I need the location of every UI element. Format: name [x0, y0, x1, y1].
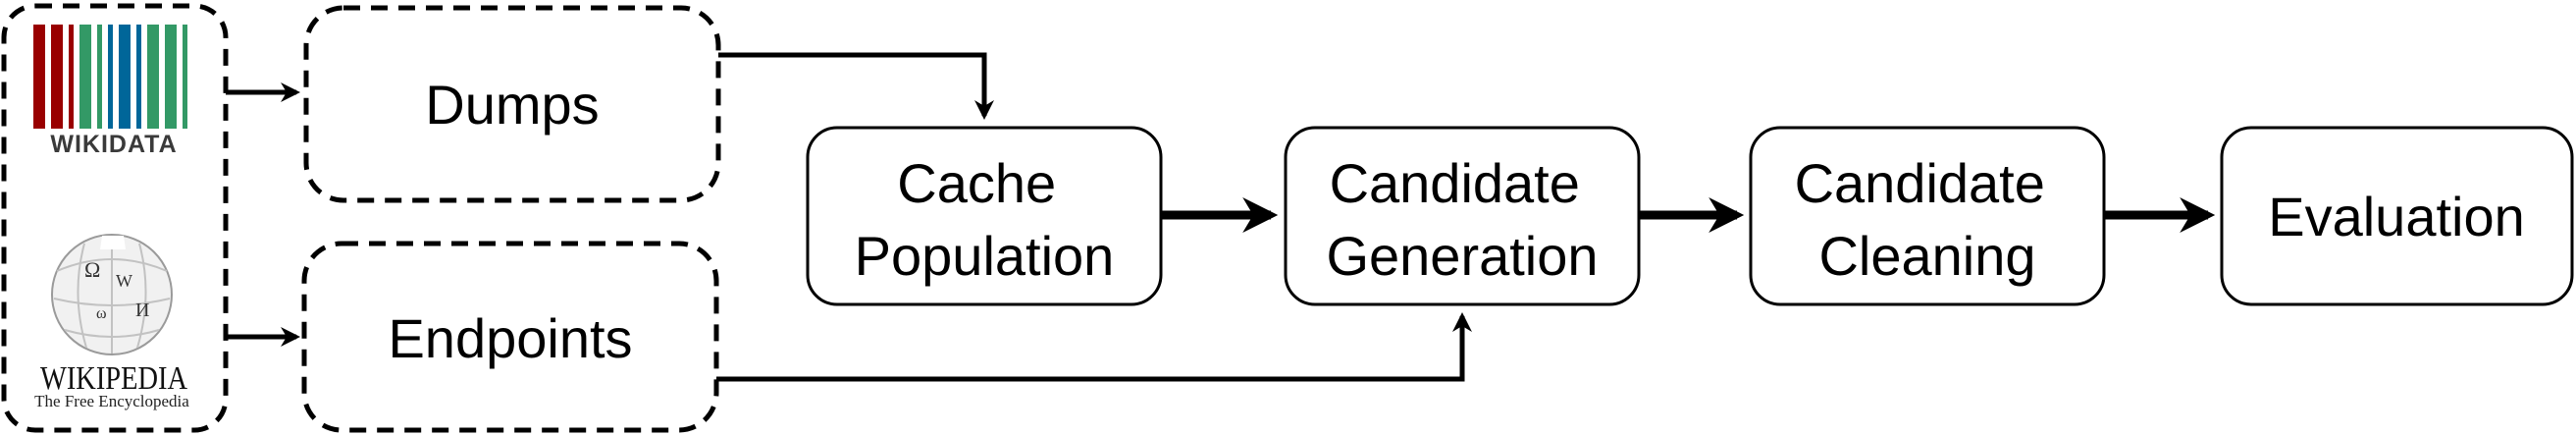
dumps-label: Dumps: [425, 74, 599, 136]
endpoints-label: Endpoints: [388, 307, 632, 369]
arrow-endpoints-to-generation: [716, 312, 1472, 382]
candidate-cleaning-label: Candidate Cleaning: [1795, 152, 2061, 287]
evaluation-label: Evaluation: [2268, 186, 2525, 247]
wikipedia-tagline: The Free Encyclopedia: [34, 392, 189, 410]
cache-population-label: Cache Population: [855, 152, 1115, 287]
cache-population-line-2: Population: [855, 225, 1115, 287]
wikidata-label: WIKIDATA: [50, 131, 177, 158]
candidate-generation-line-1: Candidate: [1330, 152, 1580, 214]
dumps-box: [303, 5, 721, 203]
cache-population-line-1: Cache: [897, 152, 1056, 214]
svg-text:ω: ω: [96, 305, 107, 322]
endpoints-box: [301, 241, 719, 433]
candidate-cleaning-line-2: Cleaning: [1818, 225, 2035, 287]
candidate-generation-line-2: Generation: [1326, 225, 1598, 287]
wikidata-logo-icon: WIKIDATA: [33, 25, 187, 158]
sources-container: [1, 3, 229, 433]
candidate-generation-label: Candidate Generation: [1326, 152, 1598, 287]
svg-text:Ω: Ω: [84, 257, 100, 282]
wikipedia-globe-icon: Ω W И ω: [51, 234, 173, 355]
svg-text:W: W: [116, 271, 132, 291]
svg-text:И: И: [135, 300, 149, 321]
evaluation-box: [2220, 126, 2574, 306]
arrow-dumps-to-cache: [718, 52, 994, 120]
wikipedia-label: WIKIPEDIA: [40, 360, 187, 397]
candidate-cleaning-line-1: Candidate: [1795, 152, 2045, 214]
